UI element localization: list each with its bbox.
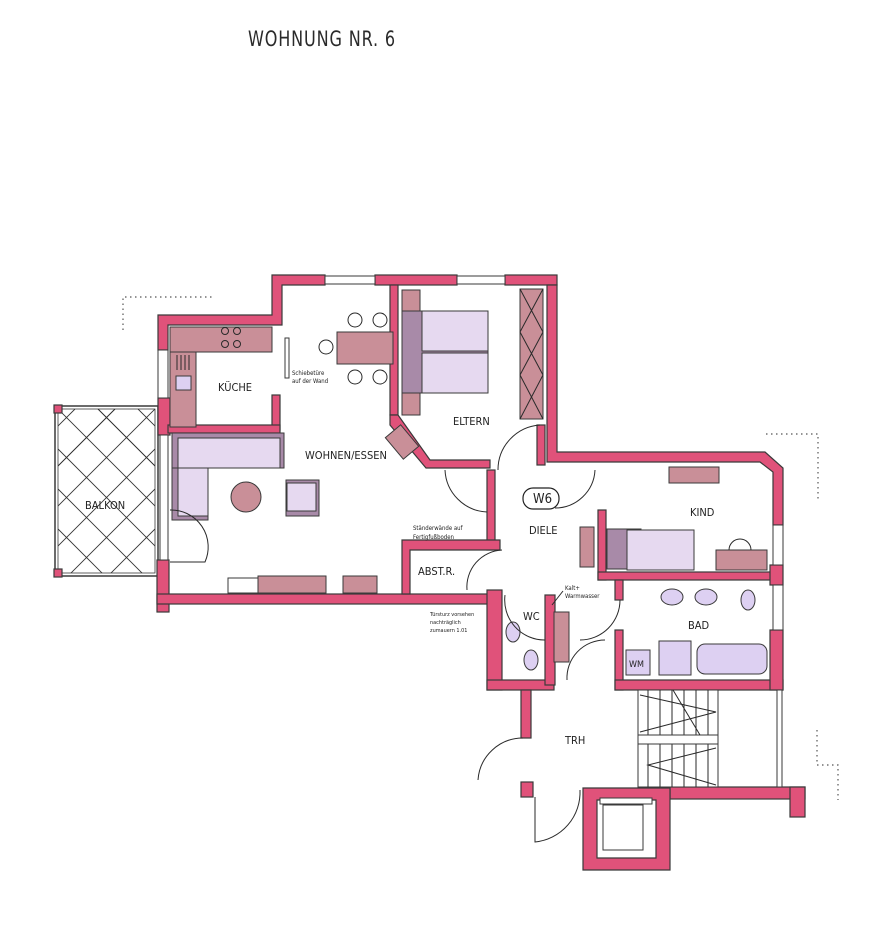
windows — [157, 275, 784, 788]
note-tuersturz-2: nachträglich — [430, 620, 461, 626]
dotted-outline-nw — [122, 296, 212, 330]
dining-table — [318, 312, 394, 385]
note-schiebetuere-1: Schiebetüre — [292, 370, 325, 377]
dotted-outline-ne — [766, 433, 819, 500]
staircase — [637, 689, 719, 788]
room-label-eltern: ELTERN — [453, 415, 490, 428]
note-staender-2: Fertigfußboden — [413, 534, 454, 541]
room-label-abstr: ABST.R. — [418, 565, 455, 578]
doors — [169, 424, 621, 843]
eltern-furniture — [384, 288, 544, 460]
sliding-door — [284, 337, 290, 379]
room-label-kueche: KÜCHE — [218, 381, 252, 394]
note-tuersturz-3: zumauern 1.01 — [430, 628, 467, 634]
room-label-wohnen: WOHNEN/ESSEN — [305, 449, 387, 462]
bathroom-fixtures — [505, 588, 768, 676]
walls — [156, 274, 806, 818]
note-wasser-1: Kalt+ — [565, 585, 580, 592]
note-wasser-2: Warmwasser — [565, 593, 600, 600]
balcony — [53, 404, 159, 578]
room-label-trh: TRH — [564, 734, 585, 747]
note-leader-line — [551, 590, 564, 606]
room-label-kind: KIND — [690, 506, 715, 519]
kitchen-counters — [169, 326, 273, 428]
kind-furniture — [579, 466, 768, 571]
room-label-wc: WC — [523, 610, 540, 623]
note-schiebetuere-2: auf der Wand — [292, 378, 328, 385]
fixture-label-wm: WM — [629, 660, 644, 670]
unit-badge: W6 — [533, 492, 552, 507]
room-label-balkon: BALKON — [85, 499, 125, 512]
elevator-shaft — [582, 787, 671, 871]
room-label-diele: DIELE — [529, 524, 558, 537]
living-furniture — [171, 432, 378, 594]
dotted-outline-se — [816, 730, 839, 800]
plan-title: WOHNUNG NR. 6 — [248, 27, 396, 51]
note-tuersturz-1: Türsturz vorsehen — [429, 612, 474, 618]
room-label-bad: BAD — [688, 619, 710, 632]
note-staender-1: Ständerwände auf — [413, 525, 463, 532]
unit-badge-frame — [522, 487, 560, 510]
